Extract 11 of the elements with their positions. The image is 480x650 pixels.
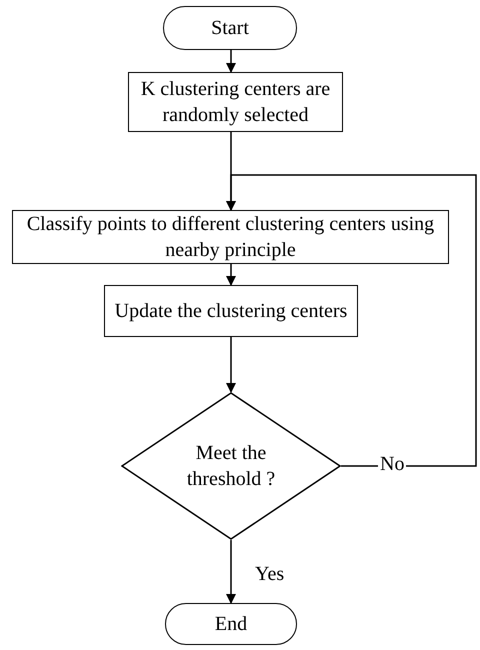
process-box: Classify points to different clustering centers using nearby principle — [12, 210, 449, 264]
arrow — [226, 174, 477, 467]
arrow — [226, 540, 236, 604]
terminal-pill: End — [165, 603, 297, 645]
decision-text: Meet the threshold ? — [186, 441, 276, 492]
arrow — [226, 50, 236, 73]
arrow — [226, 337, 236, 393]
terminal-pill: Start — [163, 6, 297, 50]
arrow — [226, 264, 236, 286]
process-box: Update the clustering centers — [104, 285, 358, 337]
process-box: K clustering centers are randomly selected — [128, 72, 343, 132]
